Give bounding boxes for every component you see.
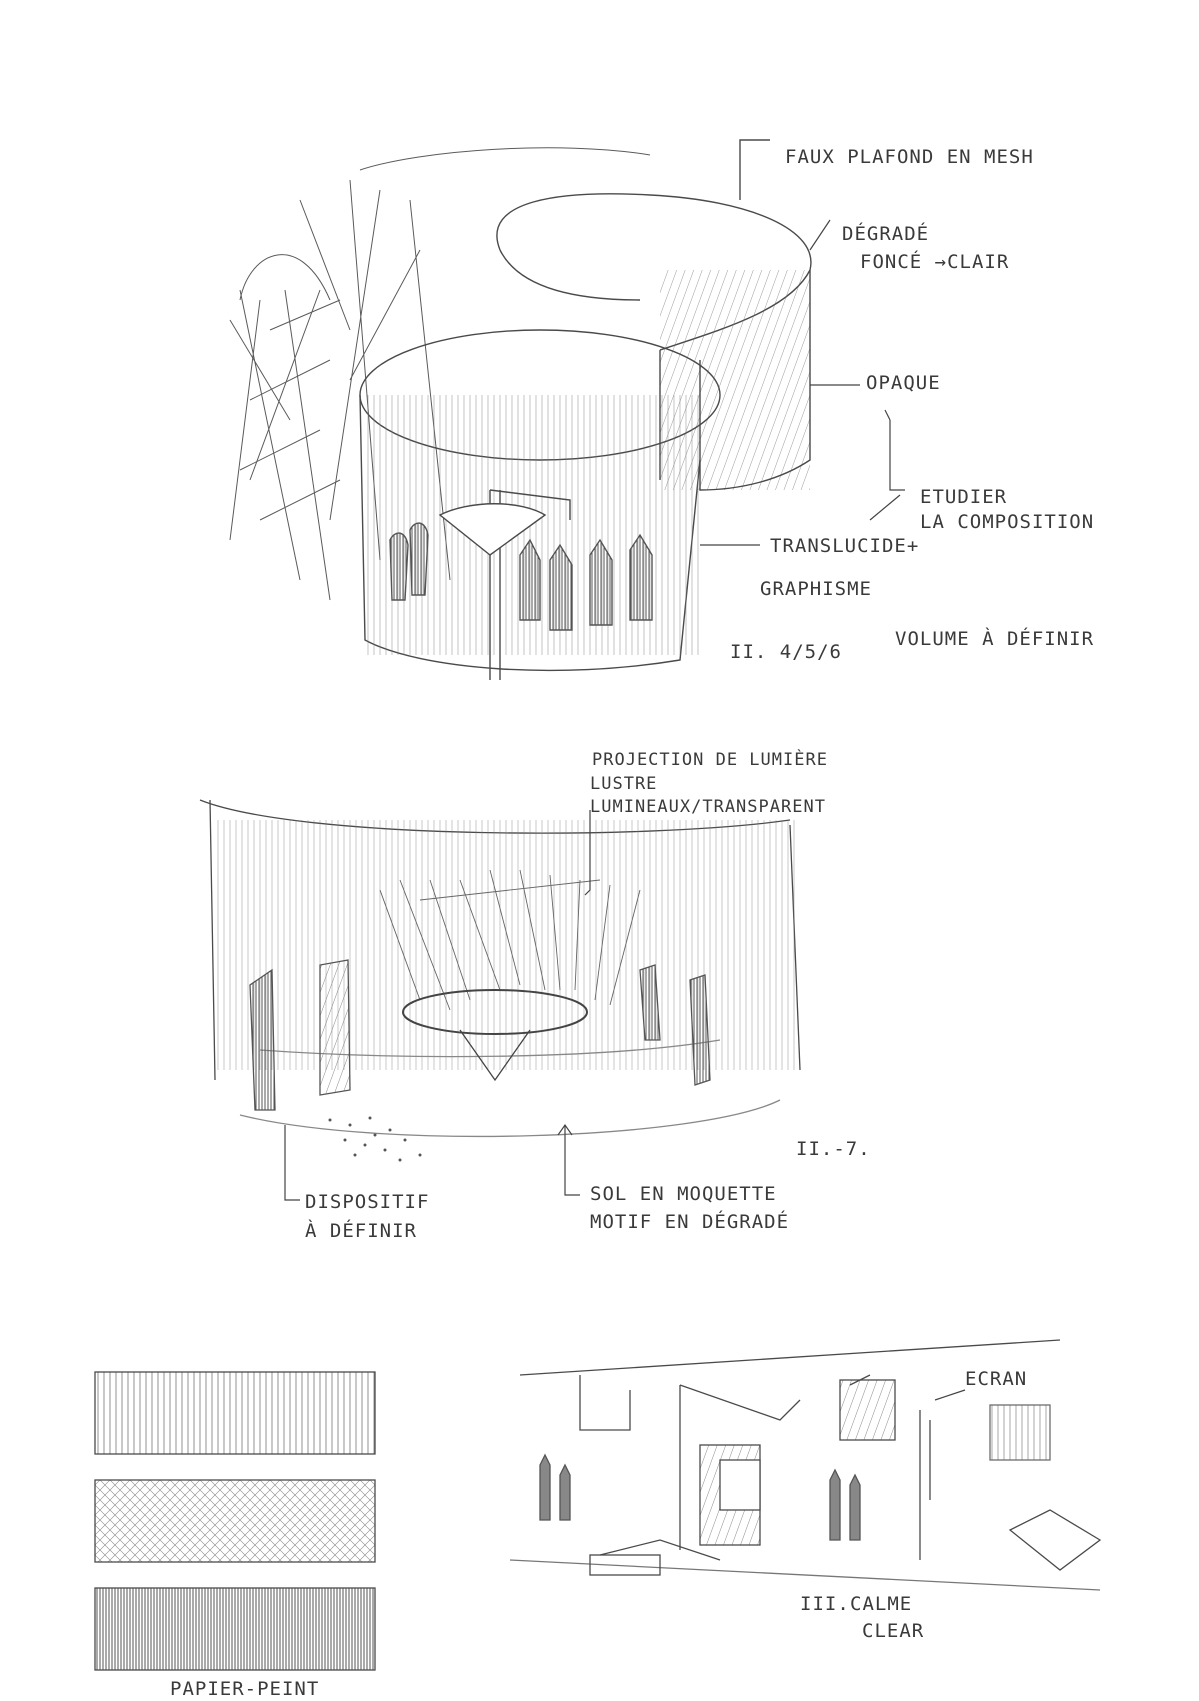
sketch-cylinders: [229, 139, 905, 680]
front-cylinder: [359, 329, 721, 680]
chandelier-rods: [379, 869, 641, 1011]
wallpaper-sample-2: [94, 1479, 376, 1563]
label-ref-2: II.-7.: [796, 1138, 871, 1160]
label-fonce-clair: FONCÉ →CLAIR: [860, 251, 1010, 273]
sketch-wallpaper: [94, 1371, 376, 1671]
mesh-ceiling-scribbles: [229, 147, 651, 601]
label-ecran: ECRAN: [965, 1368, 1028, 1390]
label-calme: CALME: [850, 1593, 913, 1615]
label-volume: VOLUME À DÉFINIR: [895, 628, 1095, 650]
label-etudier: ETUDIER: [920, 486, 1008, 508]
label-papier-peint: PAPIER-PEINT: [170, 1678, 320, 1700]
carpet-dots: [328, 1116, 422, 1162]
sketch-gallery: [509, 1339, 1102, 1591]
label-a-definir: À DÉFINIR: [305, 1220, 417, 1242]
label-dispositif: DISPOSITIF: [305, 1191, 430, 1213]
label-la-composition: LA COMPOSITION: [920, 511, 1095, 533]
sketch-interior: [199, 799, 801, 1201]
label-degrade: DÉGRADÉ: [842, 223, 930, 245]
label-lumineaux: LUMINEAUX/TRANSPARENT: [590, 797, 826, 817]
wallpaper-sample-3: [94, 1587, 376, 1671]
sketch1-leaders: [700, 219, 905, 546]
label-graphisme: GRAPHISME: [760, 578, 872, 600]
wallpaper-sample-1: [94, 1371, 376, 1455]
label-sol: SOL EN MOQUETTE: [590, 1183, 777, 1205]
label-clear: CLEAR: [862, 1620, 925, 1642]
label-ref-3: III.: [800, 1593, 850, 1615]
sketch2-leaders: [284, 810, 591, 1201]
label-translucide: TRANSLUCIDE+: [770, 535, 920, 557]
label-lustre: LUSTRE: [590, 774, 658, 794]
label-motif: MOTIF EN DÉGRADÉ: [590, 1211, 790, 1233]
label-projection: PROJECTION DE LUMIÈRE: [592, 750, 828, 770]
label-faux-plafond: FAUX PLAFOND EN MESH: [785, 146, 1034, 168]
label-ref-1: II. 4/5/6: [730, 641, 842, 663]
back-cylinder: [496, 139, 812, 491]
label-opaque: OPAQUE: [866, 372, 941, 394]
